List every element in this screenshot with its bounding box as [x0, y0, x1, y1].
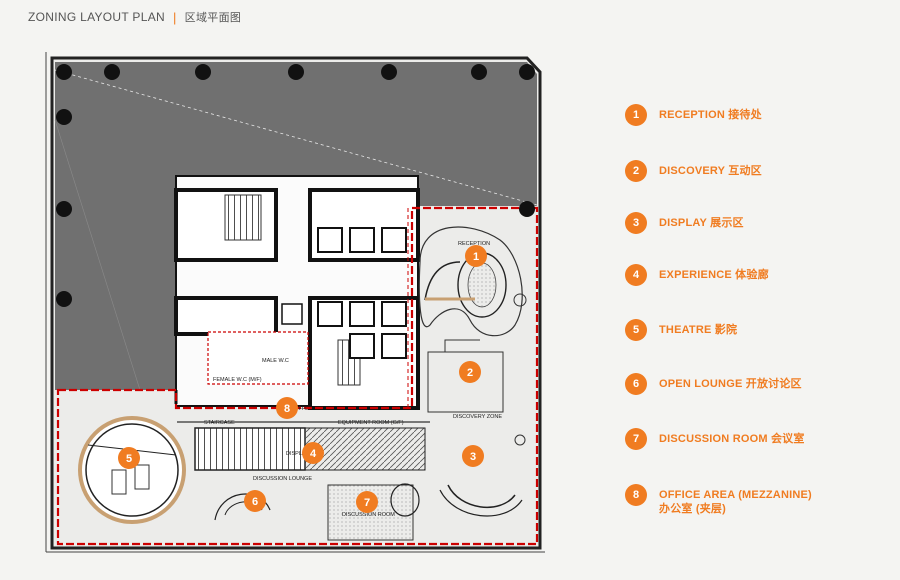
label-display: DISPLAY	[286, 451, 309, 457]
label-female-wc: FEMALE W.C (M/F)	[213, 377, 262, 383]
column	[56, 201, 72, 217]
structural-columns	[56, 64, 535, 307]
zone-marker-circle	[356, 491, 378, 513]
zone-marker-circle	[462, 445, 484, 467]
zone-marker-2: 2	[459, 361, 481, 383]
legend-item-reception: 1 RECEPTION 接待处	[625, 104, 859, 126]
column	[104, 64, 120, 80]
legend-label: THEATRE 影院	[659, 324, 738, 336]
zone-boundary	[56, 206, 539, 546]
legend-badge: 6	[625, 373, 647, 395]
label-equipment-room: EQUIPMENT ROOM (G/F)	[338, 420, 404, 426]
column	[56, 291, 72, 307]
legend-badge: 3	[625, 212, 647, 234]
column	[519, 201, 535, 217]
column	[288, 64, 304, 80]
zone-marker-number: 5	[126, 453, 132, 465]
bottom-furniture	[78, 416, 430, 541]
building-core	[174, 175, 420, 410]
legend-badge: 4	[625, 264, 647, 286]
column	[381, 64, 397, 80]
zone-marker-3: 3	[462, 445, 484, 467]
page-title: ZONING LAYOUT PLAN	[28, 10, 165, 24]
column	[56, 109, 72, 125]
legend-label: OFFICE AREA (MEZZANINE) 办公室 (夹层)	[659, 489, 812, 515]
legend-label: DISCOVERY 互动区	[659, 165, 762, 177]
label-discussion-room: DISCUSSION ROOM	[342, 512, 395, 518]
zone-marker-number: 2	[467, 367, 473, 379]
legend-label: RECEPTION 接待处	[659, 109, 762, 121]
legend-badge: 7	[625, 428, 647, 450]
zone-marker-circle	[302, 442, 324, 464]
column	[195, 64, 211, 80]
zone-marker-circle	[459, 361, 481, 383]
zone-marker-number: 8	[284, 403, 290, 415]
legend-item-discovery: 2 DISCOVERY 互动区	[625, 160, 859, 182]
legend-item-theatre: 5 THEATRE 影院	[625, 319, 859, 341]
column	[519, 64, 535, 80]
zone-marker-circle	[118, 447, 140, 469]
legend-label: OPEN LOUNGE 开放讨论区	[659, 378, 802, 390]
zone-marker-number: 1	[473, 251, 479, 263]
legend-badge: 5	[625, 319, 647, 341]
label-discussion-lounge: DISCUSSION LOUNGE	[253, 476, 312, 482]
zone-marker-1: 1	[465, 245, 487, 267]
zone-marker-number: 4	[310, 448, 317, 460]
page-header: ZONING LAYOUT PLAN | 区域平面图	[28, 9, 241, 25]
legend-label: DISPLAY 展示区	[659, 217, 744, 229]
zone-marker-circle	[276, 397, 298, 419]
label-discovery-zone: DISCOVERY ZONE	[453, 414, 502, 420]
legend-badge: 1	[625, 104, 647, 126]
legend-label: DISCUSSION ROOM 会议室	[659, 433, 805, 445]
title-separator: |	[172, 9, 177, 25]
legend-item-office-area: 8 OFFICE AREA (MEZZANINE) 办公室 (夹层)	[625, 484, 859, 516]
legend-item-experience: 4 EXPERIENCE 体验廊	[625, 264, 859, 286]
zone-marker-number: 7	[364, 497, 370, 509]
legend-badge: 8	[625, 484, 647, 506]
zone-marker-7: 7	[356, 491, 378, 513]
zone-marker-8: 8	[276, 397, 298, 419]
label-reception: RECEPTION	[458, 241, 490, 247]
legend-badge: 2	[625, 160, 647, 182]
column	[56, 64, 72, 80]
legend-item-discussion-room: 7 DISCUSSION ROOM 会议室	[625, 428, 859, 450]
legend-item-open-lounge: 6 OPEN LOUNGE 开放讨论区	[625, 373, 859, 395]
legend-item-display: 3 DISPLAY 展示区	[625, 212, 859, 234]
zone-marker-6: 6	[244, 490, 266, 512]
label-staircase: STAIRCASE	[204, 420, 235, 426]
zone-marker-5: 5	[118, 447, 140, 469]
column	[471, 64, 487, 80]
zone-markers: 1 2 3 4 5 6 7 8	[118, 245, 487, 513]
zone-marker-number: 6	[252, 496, 258, 508]
zone-marker-number: 3	[470, 451, 476, 463]
zone-marker-4: 4	[302, 442, 324, 464]
page-subtitle: 区域平面图	[184, 12, 242, 24]
zone-marker-circle	[244, 490, 266, 512]
label-male-wc: MALE W.C	[262, 358, 289, 364]
zone-marker-circle	[465, 245, 487, 267]
legend-label: EXPERIENCE 体验廊	[659, 269, 769, 281]
